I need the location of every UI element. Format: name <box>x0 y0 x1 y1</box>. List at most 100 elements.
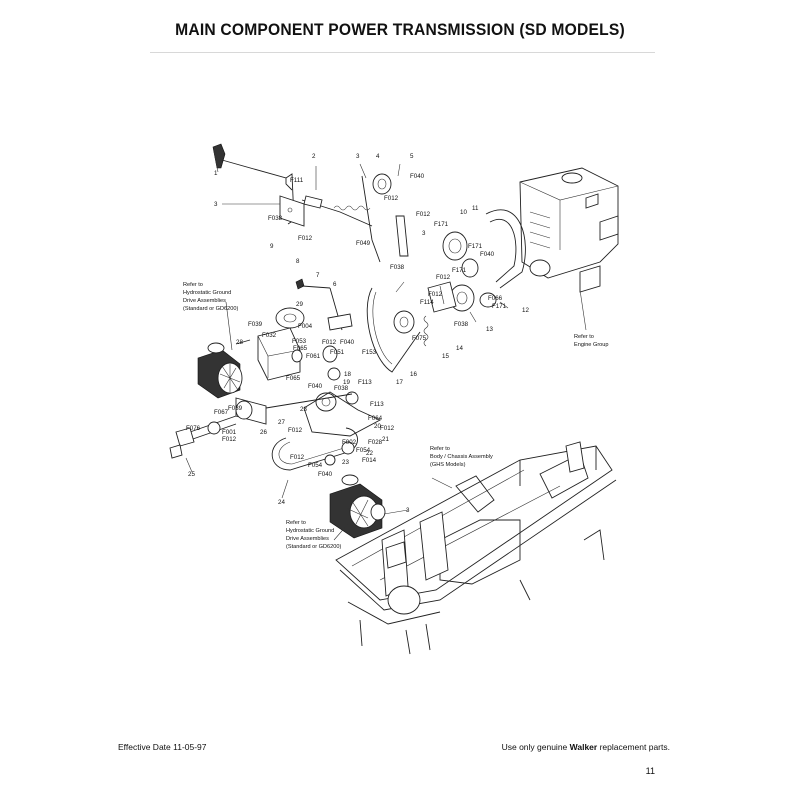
ref-note-line: Hydrostatic Ground <box>183 290 231 296</box>
ref-note-line: (Standard or GD6200) <box>286 544 341 550</box>
ref-note-line: Engine Group <box>574 342 609 348</box>
callout-12: 12 <box>522 307 529 314</box>
callout-f039: F039 <box>248 321 263 328</box>
callout-f001: F001 <box>222 429 237 436</box>
callout-f038: F038 <box>268 215 283 222</box>
callout-10: 10 <box>460 209 467 216</box>
clutch-pulley <box>366 287 429 373</box>
ref-note-line: Refer to <box>574 334 594 340</box>
callout-f171: F171 <box>434 221 449 228</box>
ref-note-line: Drive Assemblies <box>183 298 226 304</box>
ref-note-line: Refer to <box>183 282 203 288</box>
callout-f049: F049 <box>356 240 371 247</box>
ref-note-line: Refer to <box>430 446 450 452</box>
callout-f004: F004 <box>298 323 313 330</box>
callout-f066: F066 <box>488 295 503 302</box>
ref-note-line: Hydrostatic Ground <box>286 528 334 534</box>
hydro-pump-lower <box>329 474 386 539</box>
callout-f111: F111 <box>290 177 304 184</box>
pulley-29 <box>275 307 305 329</box>
callout-29: 29 <box>296 301 303 308</box>
notice-suffix: replacement parts. <box>599 742 670 752</box>
callout-24: 24 <box>278 499 285 506</box>
callout-8: 8 <box>296 258 300 265</box>
callout-f039: F039 <box>228 405 243 412</box>
callout-25: 25 <box>188 471 195 478</box>
callout-f014: F014 <box>362 457 377 464</box>
callout-3: 3 <box>356 153 360 160</box>
drive-pulleys <box>442 209 526 312</box>
callout-f038: F038 <box>390 264 405 271</box>
belt-24 <box>271 427 358 471</box>
engine <box>519 167 619 293</box>
callout-5: 5 <box>410 153 414 160</box>
callout-f065: F065 <box>293 345 308 352</box>
fan-and-pulleys <box>303 345 382 437</box>
callout-7: 7 <box>316 272 320 279</box>
callout-f051: F051 <box>330 349 345 356</box>
callout-f040: F040 <box>410 173 425 180</box>
callout-f012: F012 <box>298 235 313 242</box>
callout-1: 1 <box>214 170 218 177</box>
callout-f012: F012 <box>288 427 303 434</box>
ref-note-line: Body / Chassis Assembly <box>430 454 493 460</box>
callout-f113: F113 <box>370 401 384 408</box>
callout-f075: F075 <box>412 335 427 342</box>
callout-4: 4 <box>376 153 380 160</box>
callout-3: 3 <box>406 507 410 514</box>
ref-body: Refer to Body / Chassis Assembly (GHS Mo… <box>430 446 493 468</box>
bracket-14 <box>427 281 457 313</box>
callout-26: 26 <box>260 429 267 436</box>
callout-18: 18 <box>344 371 351 378</box>
title-divider <box>150 52 655 53</box>
callout-f067: F067 <box>214 409 229 416</box>
callout-f028: F028 <box>368 439 383 446</box>
callout-f002: F002 <box>342 439 357 446</box>
callout-f038: F038 <box>454 321 469 328</box>
callout-20: 20 <box>374 423 381 430</box>
callout-f171: F171 <box>452 267 467 274</box>
callout-13: 13 <box>486 326 493 333</box>
callout-28: 28 <box>236 339 243 346</box>
callout-6: 6 <box>333 281 337 288</box>
control-rod <box>295 278 353 331</box>
callout-f153: F153 <box>362 349 377 356</box>
ref-hydro-upper: Refer to Hydrostatic Ground Drive Assemb… <box>183 282 238 312</box>
callout-f012: F012 <box>222 436 237 443</box>
callout-f040: F040 <box>340 339 355 346</box>
drive-shaft <box>169 393 353 459</box>
chassis-frame <box>335 441 617 655</box>
callout-f012: F012 <box>380 425 395 432</box>
leader-lines <box>185 151 587 541</box>
callout-f012: F012 <box>436 274 451 281</box>
callout-f114: F114 <box>420 299 434 306</box>
callout-14: 14 <box>456 345 463 352</box>
callout-labels: 1 2 3 3 3 3 4 5 6 7 8 9 10 11 12 13 14 1… <box>186 153 529 514</box>
callout-f012: F012 <box>416 211 431 218</box>
hydro-pump-upper <box>197 342 243 399</box>
ref-hydro-lower: Refer to Hydrostatic Ground Drive Assemb… <box>286 520 341 550</box>
callout-f053: F053 <box>292 338 307 345</box>
callout-f171: F171 <box>492 303 507 310</box>
callout-9: 9 <box>270 243 274 250</box>
callout-23: 23 <box>342 459 349 466</box>
page-number: 11 <box>645 766 655 776</box>
callout-f171: F171 <box>468 243 483 250</box>
callout-f054: F054 <box>356 447 371 454</box>
ref-engine: Refer to Engine Group <box>574 334 609 348</box>
callout-3: 3 <box>422 230 426 237</box>
callout-f054: F054 <box>308 462 323 469</box>
callout-f113: F113 <box>358 379 372 386</box>
callout-3: 3 <box>214 201 218 208</box>
callout-16: 16 <box>410 371 417 378</box>
callout-f012: F012 <box>322 339 337 346</box>
idler-pulley-4 <box>361 173 409 263</box>
effective-date: Effective Date 11-05-97 <box>118 742 207 752</box>
ref-note-line: Refer to <box>286 520 306 526</box>
notice-prefix: Use only genuine <box>501 742 568 752</box>
callout-f032: F032 <box>262 332 277 339</box>
callout-21: 21 <box>382 436 389 443</box>
callout-f064: F064 <box>368 415 383 422</box>
page-title: MAIN COMPONENT POWER TRANSMISSION (SD MO… <box>175 20 625 39</box>
callout-27: 27 <box>278 419 285 426</box>
